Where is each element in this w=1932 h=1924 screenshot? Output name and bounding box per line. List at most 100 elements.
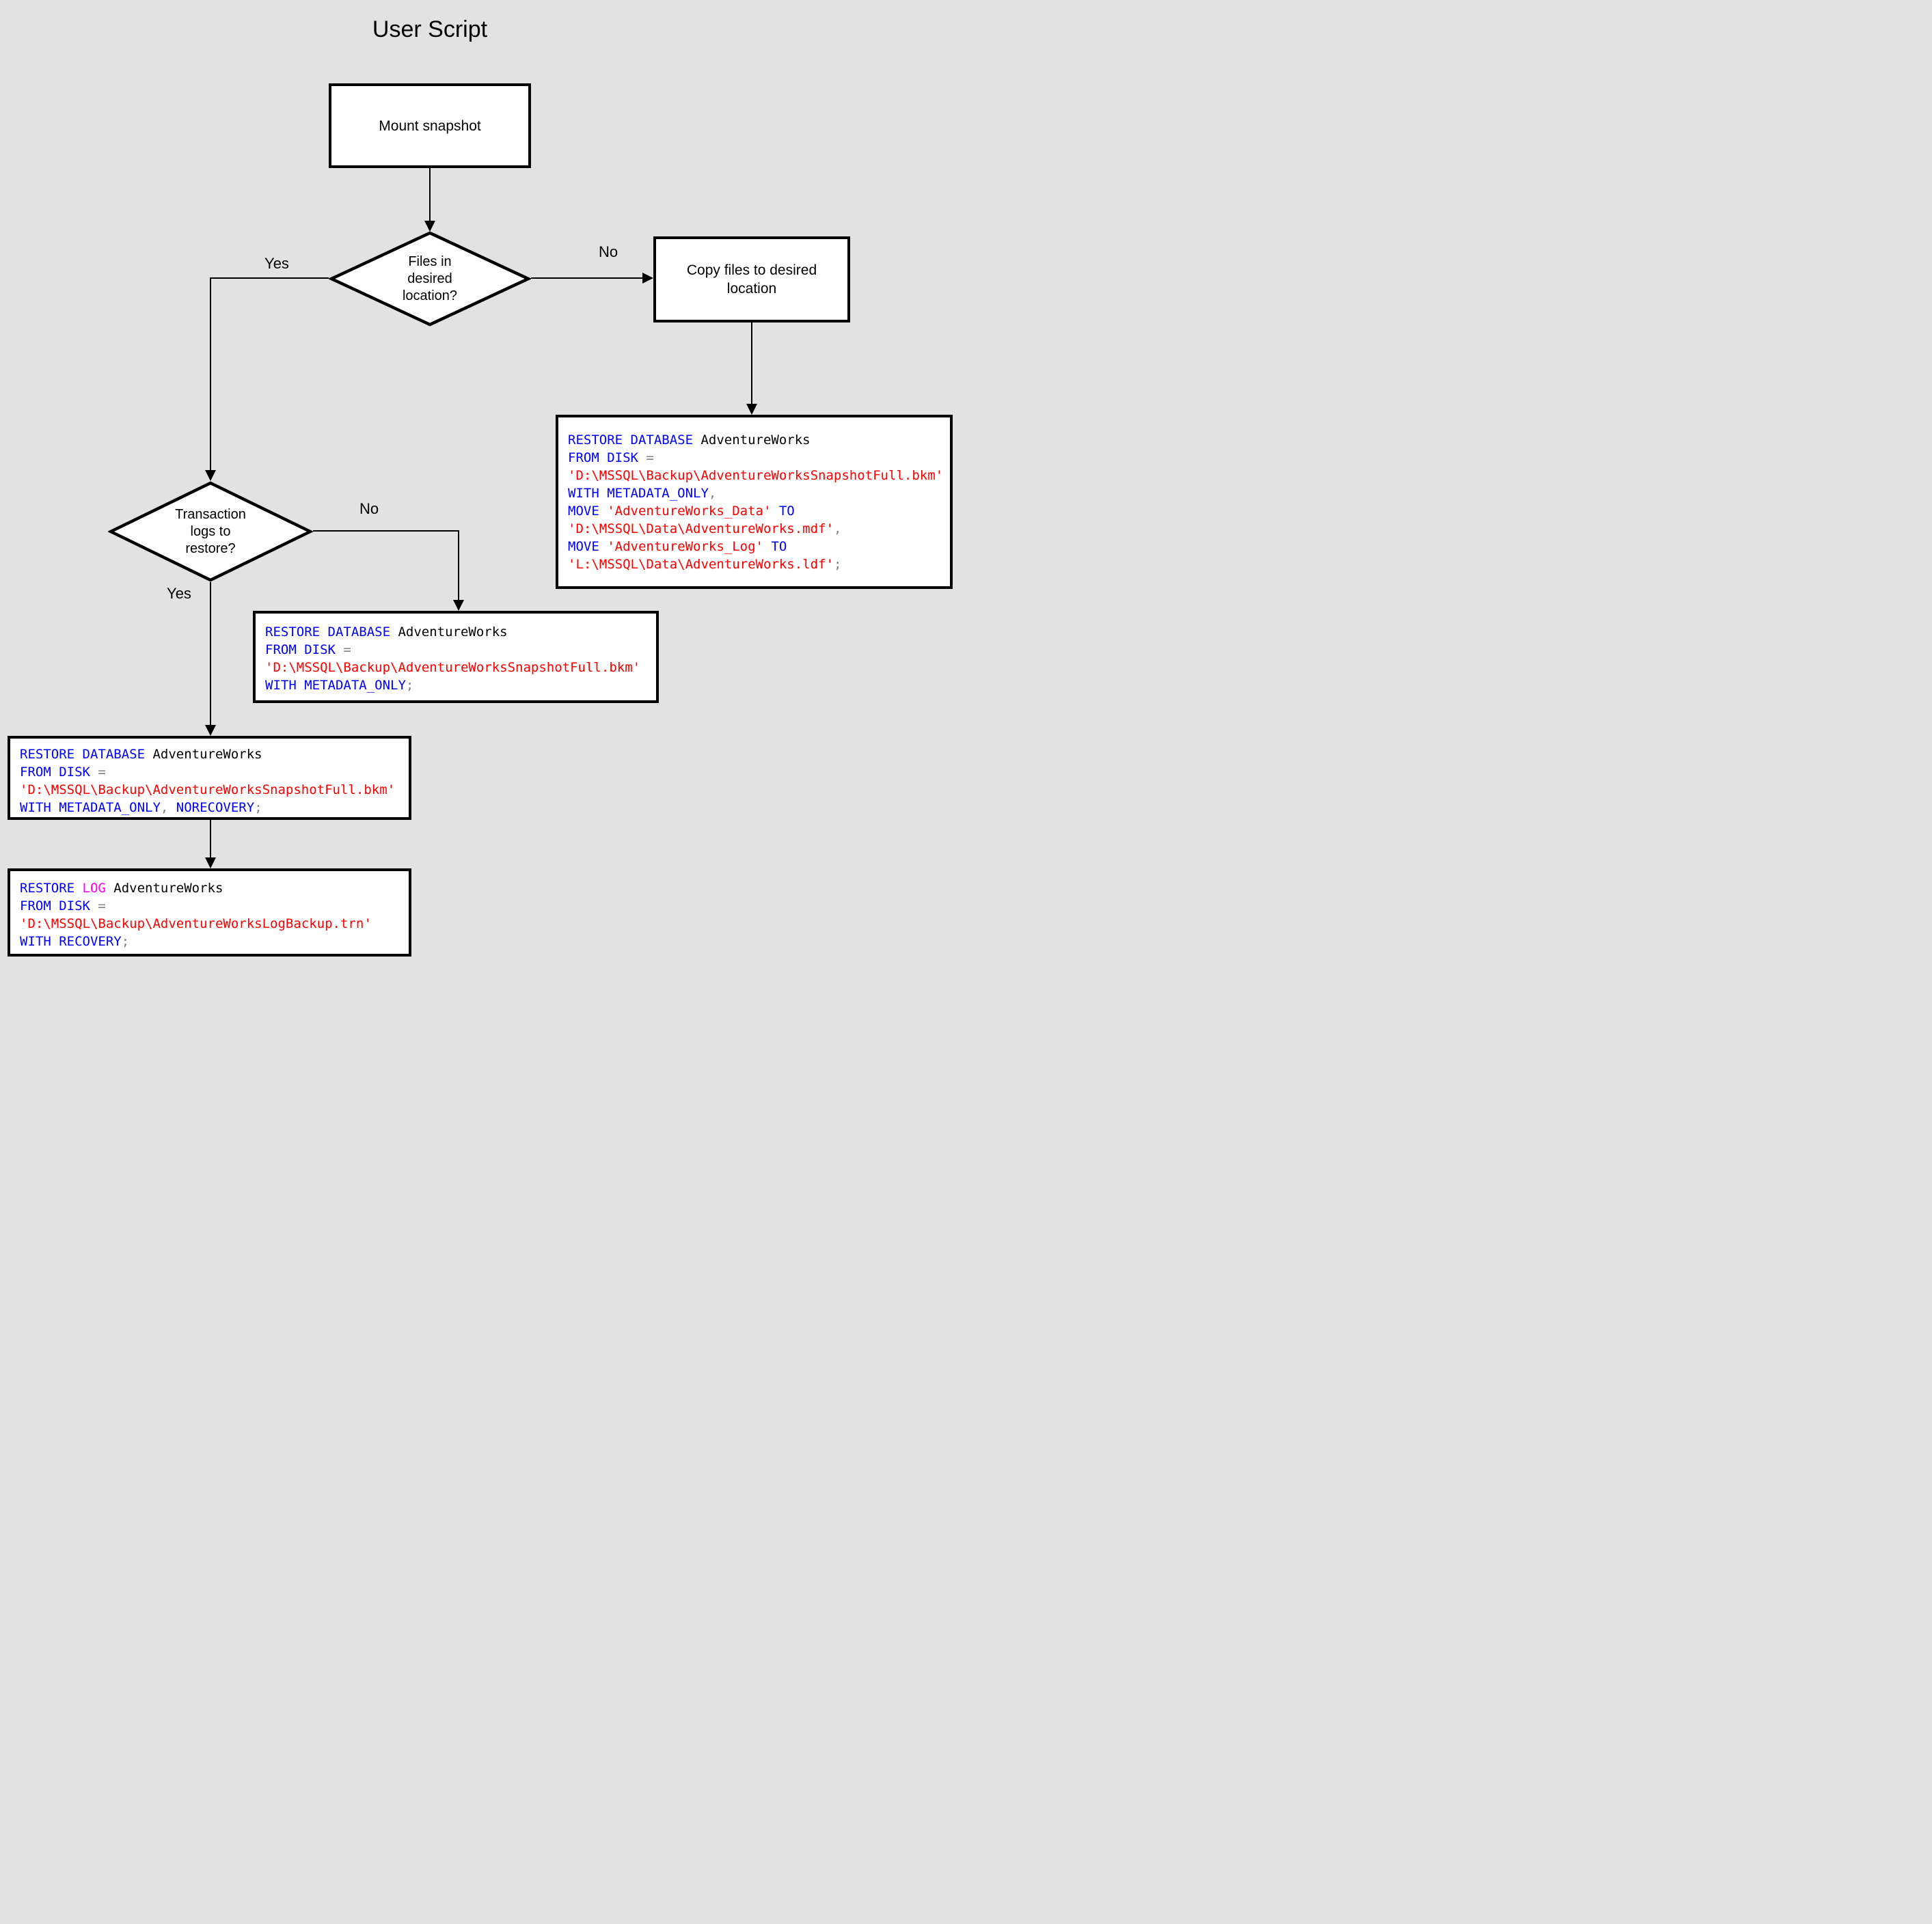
- code-line: 'D:\MSSQL\Backup\AdventureWorksSnapshotF…: [20, 781, 400, 799]
- node-mount-snapshot-label: Mount snapshot: [379, 118, 481, 134]
- code-token-op: ,: [708, 486, 717, 501]
- code-line: WITH METADATA_ONLY,: [568, 484, 942, 502]
- code-token-str: 'D:\MSSQL\Backup\AdventureWorksSnapshotF…: [20, 782, 396, 797]
- arrowhead-code-norecovery: [205, 725, 216, 736]
- code-line: RESTORE LOG AdventureWorks: [20, 879, 400, 897]
- code-line: FROM DISK =: [568, 449, 942, 467]
- connector-yes-top-vertical: [210, 277, 211, 471]
- connector-no-mid-horizontal: [313, 530, 459, 532]
- code-line: RESTORE DATABASE AdventureWorks: [568, 431, 942, 449]
- code-line: RESTORE DATABASE AdventureWorks: [20, 745, 400, 763]
- code-line: 'L:\MSSQL\Data\AdventureWorks.ldf';: [568, 555, 942, 573]
- code-token-op: ;: [254, 800, 262, 815]
- edge-label-yes-mid: Yes: [167, 585, 191, 602]
- code-token-str: 'D:\MSSQL\Data\AdventureWorks.mdf': [568, 521, 834, 536]
- code-token-kw: FROM DISK: [265, 642, 344, 657]
- connector-copy-to-code: [751, 322, 752, 404]
- code-token-kw: RESTORE DATABASE: [20, 747, 146, 762]
- code-line: FROM DISK =: [20, 897, 400, 915]
- code-token-op: ,: [160, 800, 176, 815]
- code-token-id: AdventureWorks: [105, 881, 223, 896]
- code-token-kw: WITH METADATA_ONLY: [20, 800, 161, 815]
- decision-files-line3: location?: [402, 288, 458, 303]
- arrowhead-files-decision: [424, 221, 435, 232]
- code-line: MOVE 'AdventureWorks_Data' TO: [568, 502, 942, 520]
- code-token-str: 'D:\MSSQL\Backup\AdventureWorksSnapshotF…: [568, 468, 944, 483]
- code-token-op: ,: [833, 521, 842, 536]
- code-token-kw: RESTORE DATABASE: [568, 432, 694, 448]
- arrowhead-code-log: [205, 857, 216, 868]
- connector-norecovery-to-log: [210, 820, 211, 858]
- code-line: 'D:\MSSQL\Data\AdventureWorks.mdf',: [568, 520, 942, 538]
- decision-logs-line3: restore?: [185, 540, 236, 556]
- edge-label-no-mid: No: [359, 500, 379, 517]
- code-token-kw: RESTORE: [20, 881, 83, 896]
- code-token-op: ;: [121, 934, 130, 949]
- decision-logs-text: Transaction logs to restore?: [108, 481, 313, 582]
- code-token-kw: FROM DISK: [568, 450, 647, 465]
- code-token-kw: NORECOVERY: [176, 800, 255, 815]
- decision-files-in-location: Files in desired location?: [329, 231, 531, 327]
- code-line: WITH METADATA_ONLY;: [265, 676, 648, 694]
- code-token-id: AdventureWorks: [693, 432, 811, 448]
- node-copy-files-line1: Copy files to desired: [686, 262, 817, 278]
- decision-files-line1: Files in: [408, 253, 452, 269]
- decision-transaction-logs: Transaction logs to restore?: [108, 481, 313, 582]
- code-token-kw: WITH METADATA_ONLY: [568, 486, 709, 501]
- code-token-kw: WITH RECOVERY: [20, 934, 122, 949]
- code-line: 'D:\MSSQL\Backup\AdventureWorksSnapshotF…: [568, 467, 944, 484]
- connector-mount-to-files: [429, 168, 431, 221]
- code-token-kw: FROM DISK: [20, 765, 98, 780]
- edge-label-yes-top: Yes: [264, 255, 289, 272]
- code-token-kw: FROM DISK: [20, 898, 98, 913]
- code-token-kw: WITH METADATA_ONLY: [265, 678, 406, 693]
- code-token-str: 'AdventureWorks_Data': [607, 504, 772, 519]
- code-line: FROM DISK =: [20, 763, 400, 781]
- diamond-shape: [329, 231, 531, 327]
- code-token-kw: TO: [771, 504, 795, 519]
- code-line: 'D:\MSSQL\Backup\AdventureWorksSnapshotF…: [265, 659, 648, 676]
- code-token-str: 'L:\MSSQL\Data\AdventureWorks.ldf': [568, 557, 834, 572]
- decision-logs-line1: Transaction: [175, 506, 246, 522]
- code-token-op: ;: [833, 557, 842, 572]
- code-line: RESTORE DATABASE AdventureWorks: [265, 623, 648, 641]
- code-token-log: LOG: [82, 881, 106, 896]
- node-copy-files-label: Copy files to desired location: [687, 261, 817, 298]
- code-token-op: =: [343, 642, 351, 657]
- code-token-str: 'D:\MSSQL\Backup\AdventureWorksLogBackup…: [20, 916, 372, 931]
- arrowhead-code-metadata: [453, 600, 464, 611]
- code-token-kw: MOVE: [568, 539, 608, 554]
- code-token-str: 'AdventureWorks_Log': [607, 539, 763, 554]
- code-token-op: =: [98, 765, 106, 780]
- code-token-str: 'D:\MSSQL\Backup\AdventureWorksSnapshotF…: [265, 660, 641, 675]
- connector-yes-top-horizontal: [210, 277, 329, 279]
- code-token-kw: MOVE: [568, 504, 608, 519]
- code-token-op: =: [646, 450, 654, 465]
- node-copy-files: Copy files to desired location: [653, 236, 850, 322]
- decision-logs-line2: logs to: [190, 523, 231, 539]
- code-token-id: AdventureWorks: [390, 624, 508, 640]
- code-token-id: AdventureWorks: [145, 747, 262, 762]
- decision-files-text: Files in desired location?: [329, 231, 531, 327]
- connector-no-top: [531, 277, 643, 279]
- code-token-op: ;: [405, 678, 414, 693]
- code-line: 'D:\MSSQL\Backup\AdventureWorksLogBackup…: [20, 915, 400, 933]
- connector-no-mid-vertical: [458, 530, 459, 601]
- arrowhead-copy-files: [642, 273, 653, 284]
- code-token-kw: RESTORE DATABASE: [265, 624, 391, 640]
- page-title: User Script: [372, 16, 488, 42]
- node-copy-files-line2: location: [726, 281, 777, 297]
- flowchart-canvas: User Script Mount snapshot Files in desi…: [0, 0, 966, 962]
- code-line: MOVE 'AdventureWorks_Log' TO: [568, 538, 942, 555]
- decision-files-line2: desired: [407, 271, 452, 286]
- arrowhead-logs-decision: [205, 470, 216, 481]
- code-line: FROM DISK =: [265, 641, 648, 659]
- arrowhead-code-move: [746, 404, 757, 415]
- node-mount-snapshot: Mount snapshot: [329, 83, 531, 168]
- code-line: WITH RECOVERY;: [20, 933, 400, 950]
- connector-yes-mid: [210, 582, 211, 726]
